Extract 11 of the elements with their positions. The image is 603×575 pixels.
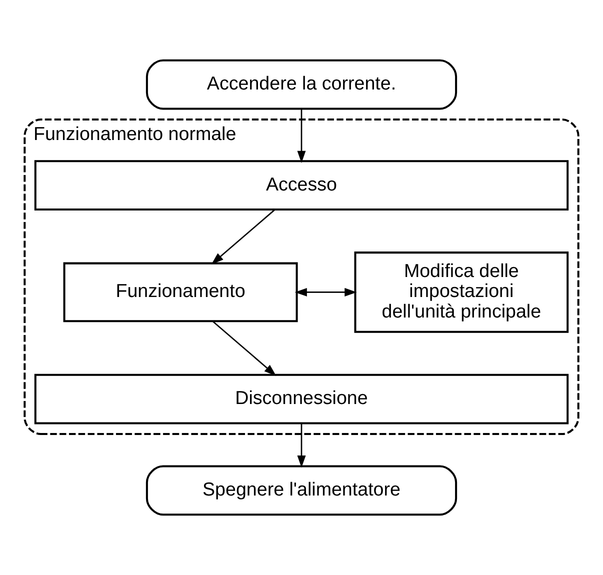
arrow: [297, 109, 306, 163]
node-box: Accendere la corrente.: [146, 59, 458, 110]
node-box: Accesso: [34, 160, 569, 211]
node-box: Funzionamento: [63, 262, 298, 322]
node-box: Spegnere l'alimentatore: [146, 465, 458, 516]
arrow: [294, 288, 357, 296]
node-box: Modifica delle impostazioni dell'unità principale: [354, 252, 569, 333]
arrow: [212, 320, 276, 376]
node-box: Disconnessione: [34, 374, 569, 424]
arrow: [297, 424, 306, 468]
arrow: [211, 209, 276, 264]
